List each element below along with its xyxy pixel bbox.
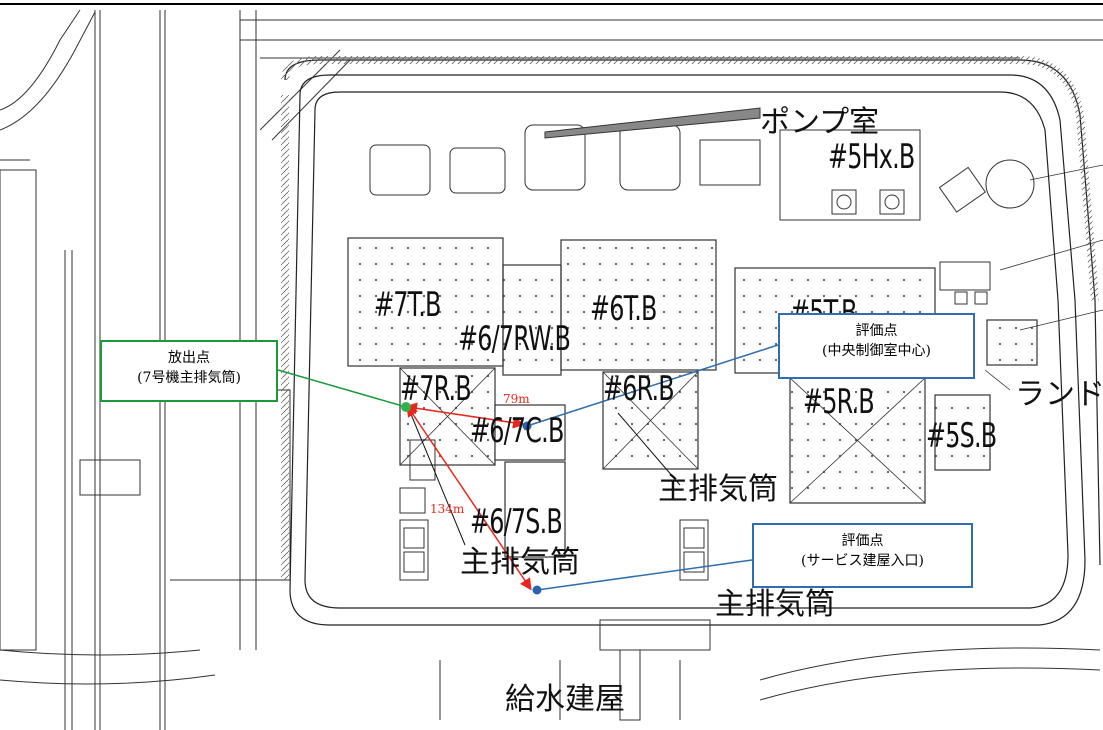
label-5rb: #5R.B [803,382,875,422]
label-stack-6: 主排気筒 [658,472,778,507]
label-7tb: #7T.B [374,285,441,325]
eval-control-callout-title: 評価点 [855,323,898,339]
release-leader [277,369,407,408]
eval-control-leader [526,344,779,427]
release-point-marker [401,402,411,412]
label-6rb: #6R.B [603,369,675,409]
label-5sb: #5S.B [926,416,997,456]
label-7rb: #7R.B [400,369,472,409]
release-callout-subtitle: (7号機主排気筒) [137,370,241,386]
label-67rwb: #6/7RW.B [458,319,571,359]
eval-service-callout-title: 評価点 [841,533,884,549]
label-6tb: #6T.B [590,289,657,329]
label-5hxb: #5Hx.B [828,137,915,177]
label-67cb: #6/7C.B [470,411,564,451]
distance-label-79m: 79m [503,392,530,406]
label-stack-7: 主排気筒 [460,545,580,580]
eval-service-callout-subtitle: (サービス建屋入口) [801,553,924,569]
eval-control-callout-subtitle: (中央制御室中心) [822,343,931,359]
building-67rwb [502,264,562,376]
building-5sb [934,394,991,471]
label-landmark-partial: ランド [1015,377,1103,412]
eval-service-building-callout: 評価点 (サービス建屋入口) [752,523,973,588]
roads-left [0,9,291,730]
release-callout-title: 放出点 [168,350,210,366]
building-7tb [347,237,504,367]
eval-control-point-marker [522,421,532,431]
eval-service-leader [536,559,753,591]
label-stack-5: 主排気筒 [715,587,835,622]
pump-ramp [544,107,761,139]
distance-arrow-134m [406,404,532,591]
distance-label-134m: 134m [430,502,465,516]
road-hatching [281,56,1099,301]
building-6tb [560,239,717,371]
label-67sb: #6/7S.B [470,502,563,542]
misc-structures [369,124,1101,721]
eval-control-room-callout: 評価点 (中央制御室中心) [778,313,975,379]
label-pump-room: ポンプ室 [760,105,880,140]
label-feedwater-building: 給水建屋 [505,682,625,717]
building-small-right [986,319,1038,366]
eval-service-point-marker [532,585,542,595]
release-point-callout: 放出点 (7号機主排気筒) [100,340,278,402]
edge-leaders [984,164,1103,391]
